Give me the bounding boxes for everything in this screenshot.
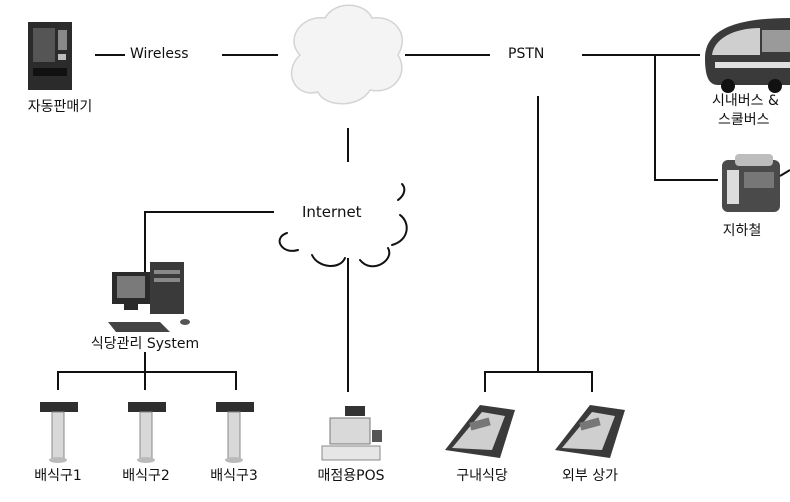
internet-label: Internet (302, 203, 362, 221)
restaurant-pc-icon (108, 262, 190, 332)
connection-lines (57, 54, 718, 392)
distribution-3-label: 배식구3 (210, 468, 258, 484)
external-store-label: 외부 상가 (562, 468, 618, 484)
distribution-scanner-1-icon (40, 402, 78, 463)
line-dist-bracket (57, 371, 237, 390)
pstn-label: PSTN (508, 46, 545, 62)
bus-label-line2: 스쿨버스 (718, 112, 770, 128)
vending-machine-label: 자동판매기 (27, 99, 93, 115)
pos-label: 매점용POS (317, 468, 385, 484)
cafeteria-label: 구내식당 (456, 468, 508, 484)
distribution-scanner-2-icon (128, 402, 166, 463)
vending-machine-icon (28, 22, 72, 90)
line-internet-pc (144, 211, 274, 275)
line-pstn-subway (654, 55, 718, 181)
internet-cloud-icon (278, 183, 408, 268)
external-store-terminal-icon (555, 405, 625, 458)
distribution-1-label: 배식구1 (34, 468, 82, 484)
bus-label-line1: 시내버스 & (712, 93, 779, 109)
wireless-label: Wireless (130, 46, 189, 62)
line-terminals-bracket (484, 371, 593, 392)
bus-icon (705, 18, 790, 93)
cafeteria-terminal-icon (445, 405, 515, 458)
restaurant-system-label: 식당관리 System (90, 336, 200, 352)
subway-gate-icon (722, 154, 790, 212)
subway-label: 지하철 (722, 223, 762, 239)
pos-terminal-icon (321, 406, 382, 461)
wireless-cloud-icon (290, 4, 403, 105)
distribution-2-label: 배식구2 (122, 468, 170, 484)
distribution-scanner-3-icon (216, 402, 254, 463)
